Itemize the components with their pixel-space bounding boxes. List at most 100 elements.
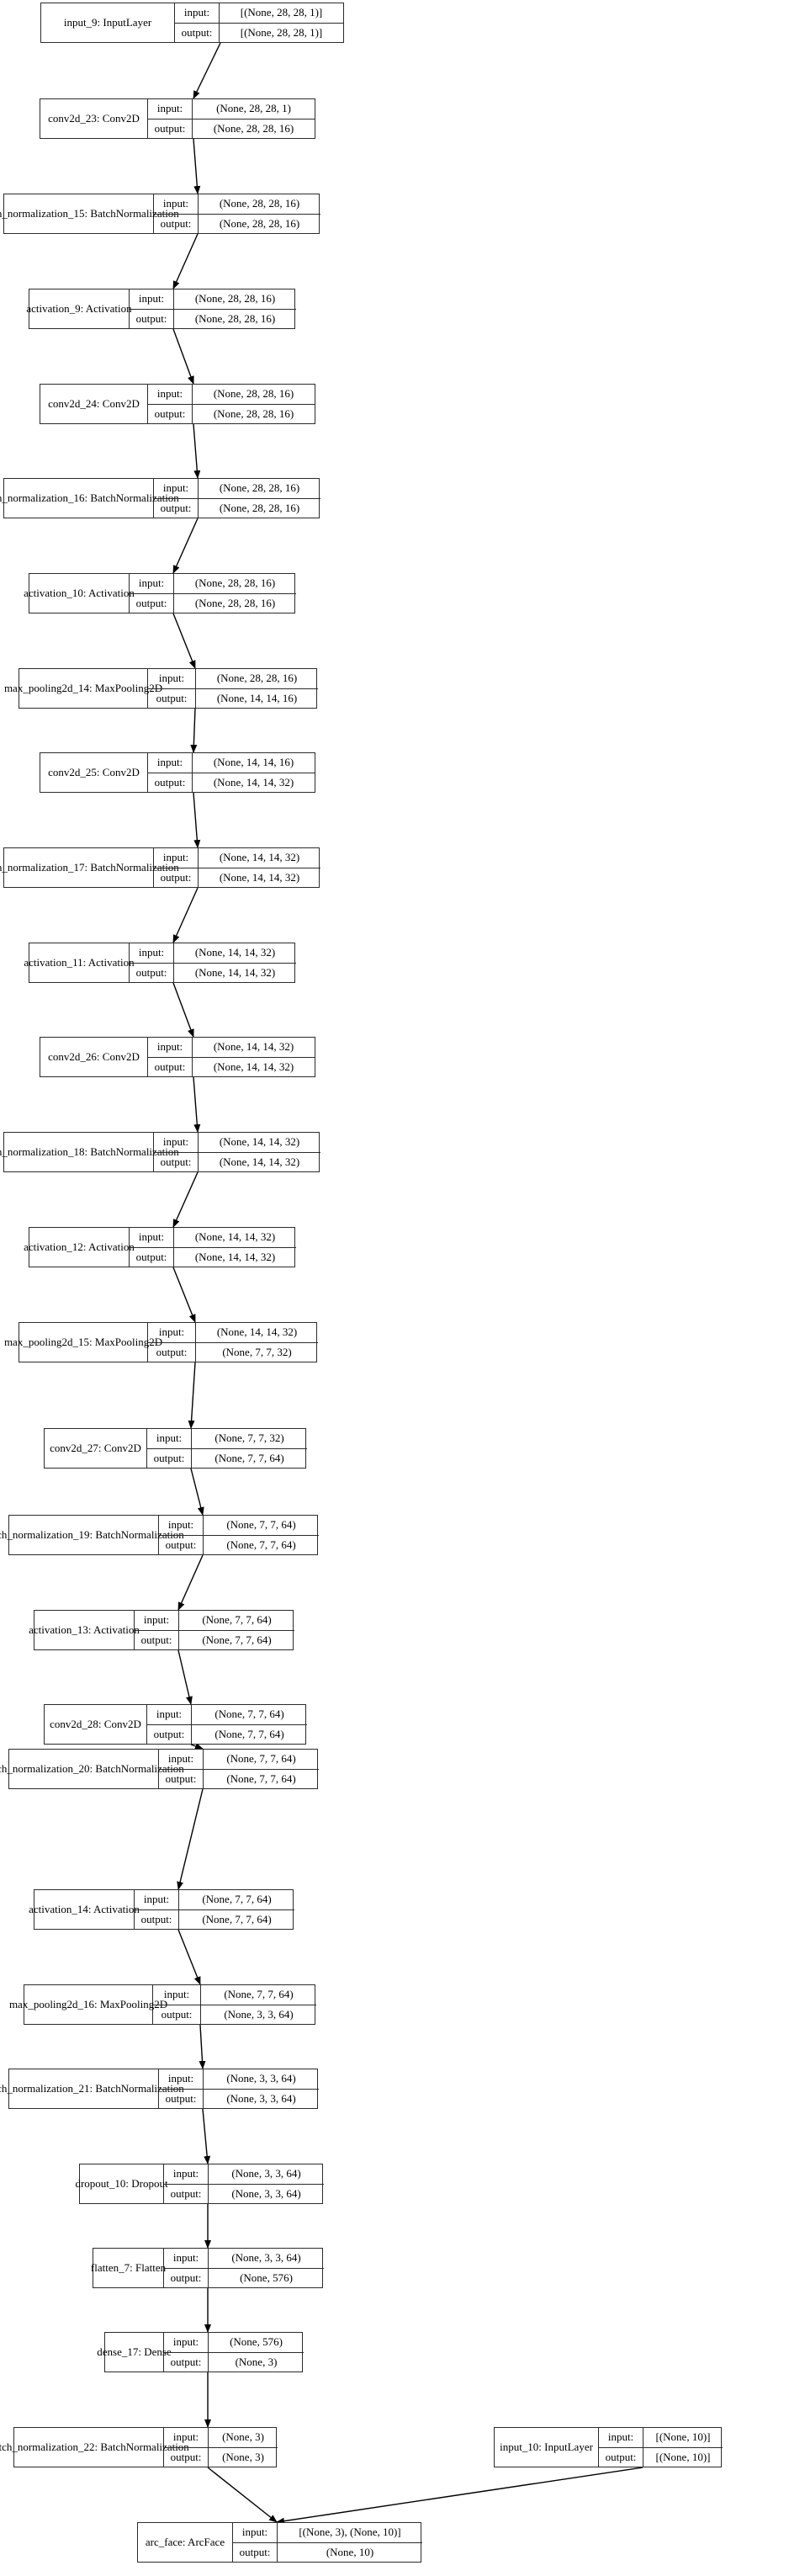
layer-input-caption: input: <box>159 1750 204 1769</box>
layer-output-caption: output: <box>130 963 174 982</box>
layer-input-caption: input: <box>148 385 193 404</box>
layer-node-batch_normalization_18[interactable]: batch_normalization_18: BatchNormalizati… <box>0 1132 320 1172</box>
layer-name-label: max_pooling2d_14: MaxPooling2D <box>4 669 162 708</box>
layer-input-caption: input: <box>164 2428 209 2447</box>
layer-name-label: batch_normalization_22: BatchNormalizati… <box>0 2428 189 2467</box>
layer-output-caption: output: <box>148 773 193 792</box>
layer-io-table: input:(None, 7, 7, 64)output:(None, 7, 7… <box>147 1705 307 1744</box>
layer-input-caption: input: <box>148 99 193 119</box>
layer-output-row: output:(None, 3, 3, 64) <box>159 2089 319 2108</box>
edge-activation_12-to-max_pooling2d_15 <box>172 1267 196 1323</box>
layer-output-row: output:(None, 3, 3, 64) <box>164 2184 324 2203</box>
layer-node-batch_normalization_15[interactable]: batch_normalization_15: BatchNormalizati… <box>0 194 320 234</box>
layer-output-shape: (None, 576) <box>240 2271 293 2284</box>
layer-io-table: input:(None, 28, 28, 1)output:(None, 28,… <box>148 99 315 138</box>
layer-output-row: output:(None, 28, 28, 16) <box>154 214 320 233</box>
layer-output-shape: (None, 7, 7, 64) <box>214 1727 284 1740</box>
layer-name-label: activation_13: Activation <box>29 1611 140 1649</box>
edge-activation_10-to-max_pooling2d_14 <box>172 613 196 669</box>
layer-output-row: output:(None, 7, 7, 64) <box>147 1724 307 1744</box>
layer-node-batch_normalization_16[interactable]: batch_normalization_16: BatchNormalizati… <box>0 478 320 518</box>
layer-node-batch_normalization_17[interactable]: batch_normalization_17: BatchNormalizati… <box>0 847 320 888</box>
layer-input-row: input:(None, 14, 14, 32) <box>130 1228 296 1248</box>
layer-name-label: max_pooling2d_16: MaxPooling2D <box>9 1985 167 2024</box>
layer-input-row: input:(None, 28, 28, 16) <box>130 574 296 594</box>
layer-name-label: activation_11: Activation <box>24 943 135 982</box>
layer-node-batch_normalization_22[interactable]: batch_normalization_22: BatchNormalizati… <box>0 2427 278 2467</box>
layer-input-caption: input: <box>147 1429 192 1448</box>
layer-io-table: input:(None, 14, 14, 32)output:(None, 14… <box>130 1228 296 1267</box>
layer-output-shape: (None, 7, 7, 64) <box>202 1633 272 1646</box>
layer-output-caption: output: <box>148 1342 196 1362</box>
layer-input-row: input:(None, 3, 3, 64) <box>164 2249 324 2269</box>
layer-node-batch_normalization_19[interactable]: batch_normalization_19: BatchNormalizati… <box>0 1515 319 1555</box>
layer-input-caption: input: <box>135 1890 179 1909</box>
layer-input-caption: input: <box>159 2069 204 2089</box>
layer-input-shape: [(None, 10)] <box>655 2430 711 2444</box>
edge-conv2d_26-to-batch_normalization_18 <box>193 1076 201 1133</box>
layer-name-label: conv2d_23: Conv2D <box>40 99 148 138</box>
edge-conv2d_23-to-batch_normalization_15 <box>193 138 201 194</box>
edge-input_9-to-conv2d_23 <box>193 42 221 99</box>
layer-name-label: conv2d_24: Conv2D <box>40 385 148 423</box>
layer-output-caption: output: <box>153 2005 201 2024</box>
layer-input-row: input:(None, 14, 14, 32) <box>154 1133 320 1153</box>
layer-io-table: input:(None, 576)output:(None, 3) <box>164 2333 304 2372</box>
layer-io-table: input:[(None, 3), (None, 10)]output:(Non… <box>233 2523 422 2562</box>
layer-input-row: input:(None, 28, 28, 16) <box>130 289 296 310</box>
edge-batch_normalization_19-to-activation_13 <box>177 1554 204 1611</box>
layer-output-caption: output: <box>175 23 220 42</box>
layer-input-caption: input: <box>164 2333 209 2352</box>
edge-activation_13-to-conv2d_28 <box>177 1649 193 1705</box>
edge-batch_normalization_17-to-activation_11 <box>172 887 199 943</box>
edge-conv2d_24-to-batch_normalization_16 <box>193 423 201 479</box>
layer-node-batch_normalization_20[interactable]: batch_normalization_20: BatchNormalizati… <box>0 1749 319 1789</box>
layer-input-caption: input: <box>164 2164 209 2184</box>
layer-io-table: input:(None, 28, 28, 16)output:(None, 28… <box>130 574 296 613</box>
layer-output-row: output:(None, 28, 28, 16) <box>148 119 315 138</box>
layer-output-caption: output: <box>148 404 193 423</box>
layer-name-label: arc_face: ArcFace <box>138 2523 233 2562</box>
layer-input-caption: input: <box>159 1516 204 1535</box>
edge-batch_normalization_16-to-activation_10 <box>172 518 199 574</box>
layer-output-caption: output: <box>130 593 174 613</box>
layer-output-shape: (None, 3) <box>235 2355 278 2368</box>
layer-node-batch_normalization_21[interactable]: batch_normalization_21: BatchNormalizati… <box>0 2069 319 2109</box>
layer-input-shape: (None, 3, 3, 64) <box>226 2072 296 2085</box>
layer-input-shape: (None, 28, 28, 16) <box>219 197 300 210</box>
layer-input-shape: (None, 14, 14, 32) <box>219 851 300 864</box>
layer-io-table: input:(None, 7, 7, 64)output:(None, 7, 7… <box>135 1611 294 1649</box>
edge-batch_normalization_15-to-activation_9 <box>172 233 199 289</box>
layer-output-shape: (None, 7, 7, 32) <box>222 1345 292 1358</box>
layer-output-row: output:(None, 14, 14, 32) <box>154 1152 320 1171</box>
layer-name-label: activation_10: Activation <box>24 574 135 613</box>
layer-input-shape: (None, 28, 28, 16) <box>194 292 276 305</box>
layer-input-caption: input: <box>148 753 193 773</box>
layer-output-row: output:(None, 7, 7, 64) <box>159 1535 319 1554</box>
layer-output-row: output:(None, 14, 14, 32) <box>130 963 296 982</box>
layer-io-table: input:(None, 7, 7, 64)output:(None, 7, 7… <box>159 1750 319 1788</box>
layer-output-row: output:(None, 576) <box>164 2268 324 2287</box>
layer-name-label: batch_normalization_19: BatchNormalizati… <box>0 1516 184 1554</box>
